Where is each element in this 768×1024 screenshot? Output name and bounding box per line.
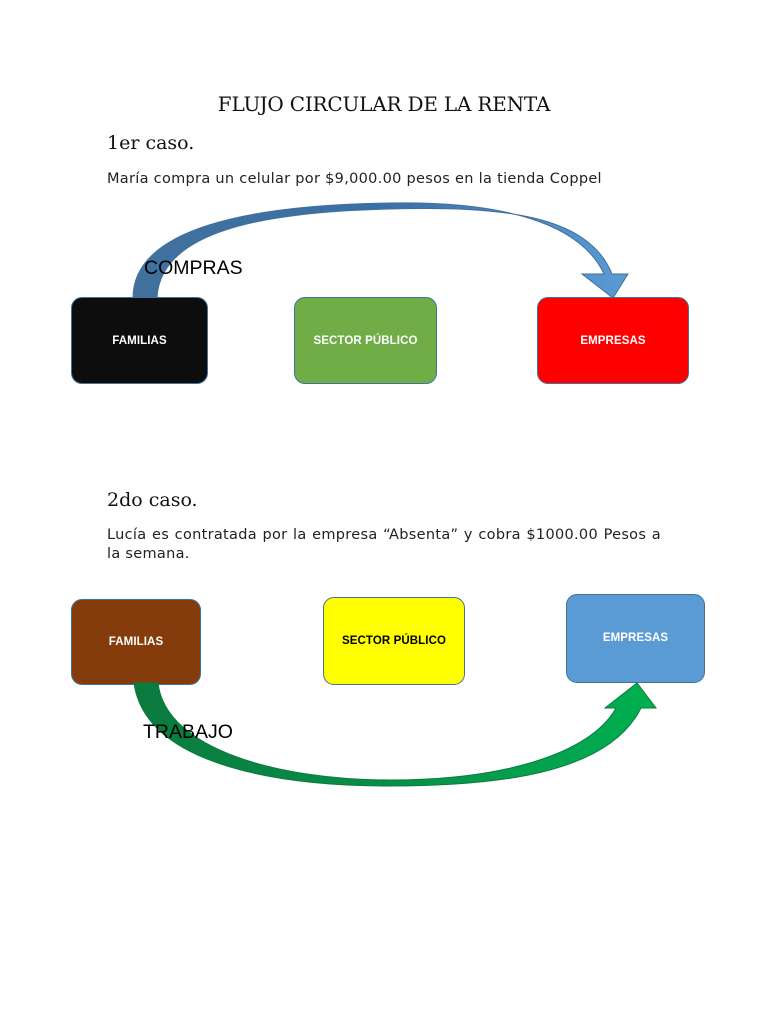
case2-sector-publico-box: SECTOR PÚBLICO [323, 597, 465, 685]
case1-heading: 1er caso. [107, 132, 195, 154]
case1-familias-label: FAMILIAS [112, 334, 167, 347]
document-title: FLUJO CIRCULAR DE LA RENTA [217, 92, 551, 116]
case2-empresas-label: EMPRESAS [602, 632, 669, 644]
case1-empresas-box: EMPRESAS [537, 297, 689, 384]
case2-text: Lucía es contratada por la empresa “Abse… [107, 527, 661, 562]
case1-flow-label: COMPRAS [144, 257, 243, 279]
case1-familias-box: FAMILIAS [71, 297, 208, 384]
case2-sector-publico-label: SECTOR PÚBLICO [341, 635, 447, 647]
case2-heading: 2do caso. [107, 489, 198, 511]
case2-familias-box: FAMILIAS [71, 599, 201, 685]
case1-sector-publico-box: SECTOR PÚBLICO [294, 297, 437, 384]
case1-sector-publico-label: SECTOR PÚBLICO [313, 334, 418, 347]
case2-empresas-box: EMPRESAS [566, 594, 705, 683]
case2-flow-label: TRABAJO [143, 721, 233, 743]
case1-empresas-label: EMPRESAS [580, 334, 646, 347]
case2-familias-label: FAMILIAS [108, 636, 164, 648]
case1-text: María compra un celular por $9,000.00 pe… [107, 171, 602, 187]
